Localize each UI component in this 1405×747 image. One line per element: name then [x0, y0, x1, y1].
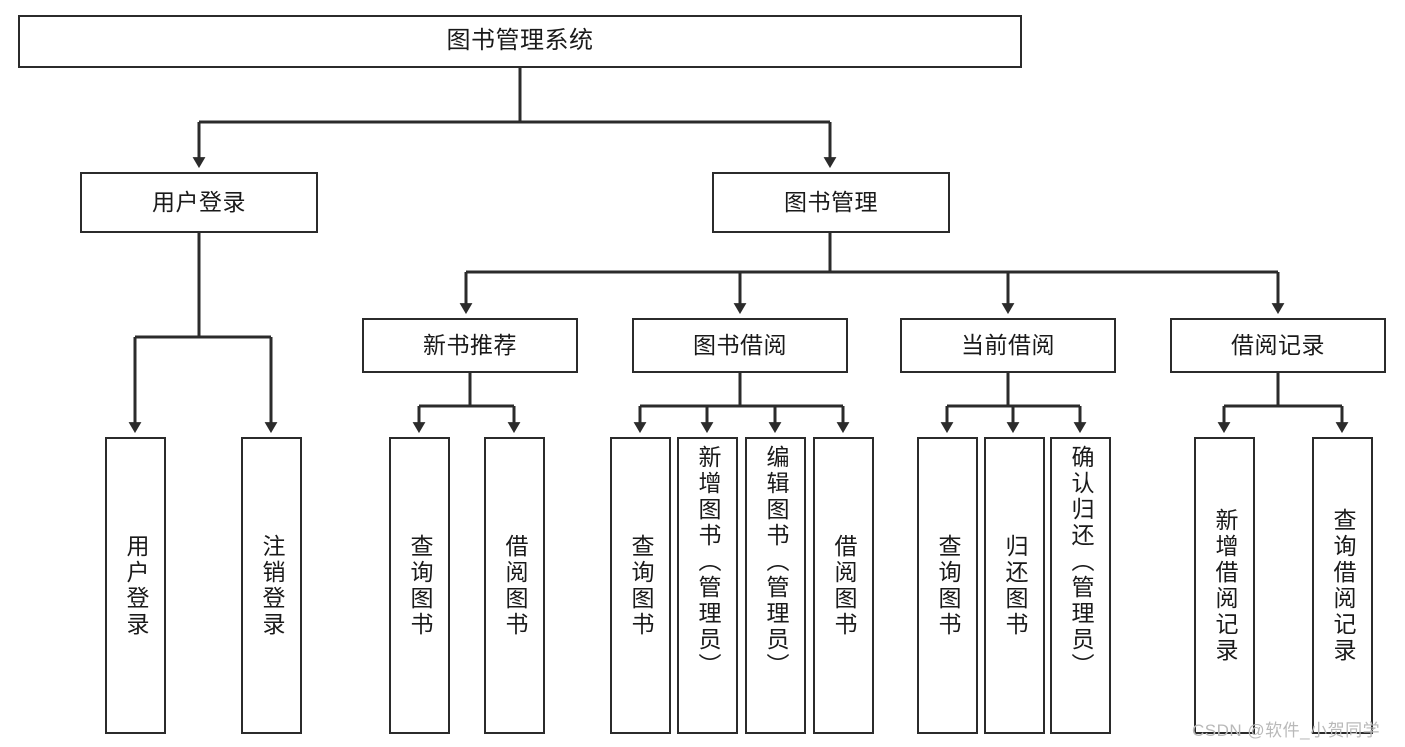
node-user-login-label: 用户登录 — [152, 188, 246, 215]
node-leaf-query-book-3-label: 查询图书 — [935, 533, 961, 638]
node-leaf-add-book[interactable]: 新增图书（管理员） — [677, 437, 738, 734]
node-leaf-query-book-1-label: 查询图书 — [407, 533, 433, 638]
node-root-label: 图书管理系统 — [446, 27, 594, 55]
node-book-management-label: 图书管理 — [784, 188, 878, 215]
node-leaf-edit-book[interactable]: 编辑图书（管理员） — [745, 437, 806, 734]
node-leaf-confirm-return[interactable]: 确认归还（管理员） — [1050, 437, 1111, 734]
node-leaf-query-book-2[interactable]: 查询图书 — [610, 437, 671, 734]
node-leaf-borrow-book-2[interactable]: 借阅图书 — [813, 437, 874, 734]
node-leaf-borrow-book-1-label: 借阅图书 — [502, 533, 528, 638]
node-leaf-edit-book-label: 编辑图书（管理员） — [763, 445, 789, 679]
node-leaf-user-logout-label: 注销登录 — [259, 533, 285, 638]
node-leaf-user-logout[interactable]: 注销登录 — [241, 437, 302, 734]
node-book-borrow[interactable]: 图书借阅 — [632, 318, 848, 373]
node-leaf-query-book-2-label: 查询图书 — [628, 533, 654, 638]
node-current-borrow-label: 当前借阅 — [961, 331, 1055, 358]
node-leaf-query-book-3[interactable]: 查询图书 — [917, 437, 978, 734]
node-leaf-add-book-label: 新增图书（管理员） — [695, 445, 721, 679]
node-leaf-query-record-label: 查询借阅记录 — [1330, 507, 1356, 664]
node-leaf-add-record[interactable]: 新增借阅记录 — [1194, 437, 1255, 734]
node-new-book-recommend-label: 新书推荐 — [423, 331, 517, 358]
node-book-borrow-label: 图书借阅 — [693, 331, 787, 358]
node-leaf-add-record-label: 新增借阅记录 — [1212, 507, 1238, 664]
node-leaf-borrow-book-2-label: 借阅图书 — [831, 533, 857, 638]
node-leaf-query-book-1[interactable]: 查询图书 — [389, 437, 450, 734]
node-leaf-user-login[interactable]: 用户登录 — [105, 437, 166, 734]
node-user-login[interactable]: 用户登录 — [80, 172, 318, 233]
node-current-borrow[interactable]: 当前借阅 — [900, 318, 1116, 373]
node-leaf-confirm-return-label: 确认归还（管理员） — [1068, 445, 1094, 679]
node-leaf-borrow-book-1[interactable]: 借阅图书 — [484, 437, 545, 734]
node-leaf-return-book[interactable]: 归还图书 — [984, 437, 1045, 734]
node-new-book-recommend[interactable]: 新书推荐 — [362, 318, 578, 373]
watermark: CSDN @软件_小贺同学 — [1192, 721, 1381, 740]
node-borrow-record[interactable]: 借阅记录 — [1170, 318, 1386, 373]
node-borrow-record-label: 借阅记录 — [1231, 331, 1325, 358]
node-leaf-user-login-label: 用户登录 — [123, 533, 149, 638]
node-leaf-return-book-label: 归还图书 — [1002, 533, 1028, 638]
node-leaf-query-record[interactable]: 查询借阅记录 — [1312, 437, 1373, 734]
node-book-management[interactable]: 图书管理 — [712, 172, 950, 233]
node-root[interactable]: 图书管理系统 — [18, 15, 1022, 68]
